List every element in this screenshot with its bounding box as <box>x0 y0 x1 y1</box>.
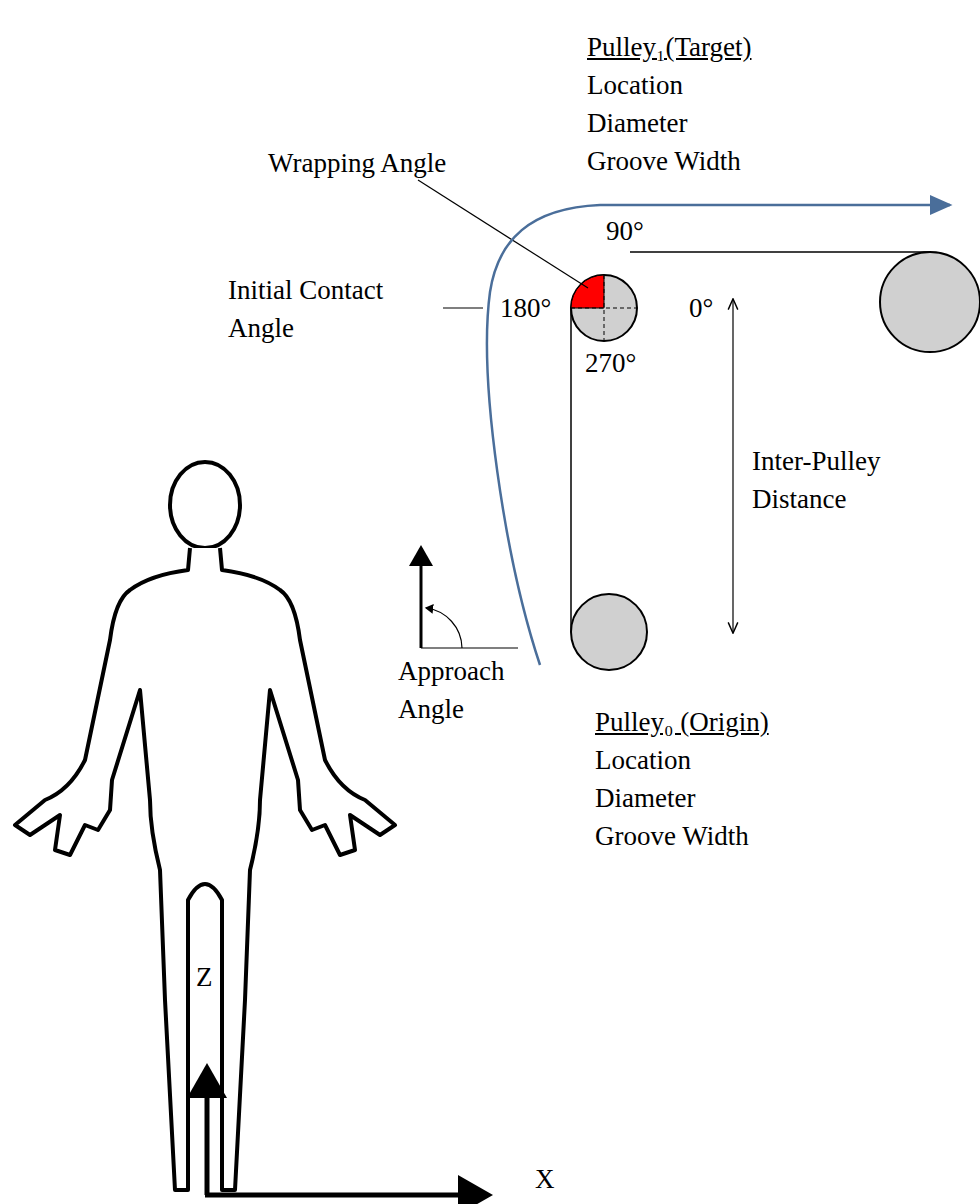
angle-arc <box>426 608 462 648</box>
x-axis <box>205 1193 488 1198</box>
callout-label: Initial Contact Angle <box>228 271 423 347</box>
axis-label: X <box>535 1160 555 1198</box>
leader-line <box>418 180 588 288</box>
dimension-label: Inter-Pulley Distance <box>752 442 927 518</box>
angle-label: 0° <box>689 289 713 327</box>
dimension-arrow <box>732 300 733 632</box>
pulley <box>880 252 980 352</box>
angle-label: 90° <box>606 212 644 250</box>
angle-name: Approach Angle <box>398 652 528 728</box>
angle-arrow <box>420 548 423 648</box>
human-head <box>170 462 240 548</box>
pulley-property: Diameter <box>595 779 695 817</box>
angle-baseline <box>421 647 518 648</box>
pulley-property: Location <box>595 741 691 779</box>
pulley-title: Pulley₁(Target) <box>587 28 751 66</box>
pulley-property: Location <box>587 66 683 104</box>
leader-line <box>443 307 483 308</box>
axis-label: Z <box>196 958 213 996</box>
belt-line <box>570 308 572 632</box>
axis-line <box>571 308 637 309</box>
angle-label: 180° <box>500 289 551 327</box>
axis-line <box>604 275 605 341</box>
angle-label: 270° <box>585 344 636 382</box>
origin-pulley <box>571 594 647 670</box>
z-axis <box>205 1068 210 1195</box>
cable-path <box>487 205 950 665</box>
pulley-property: Groove Width <box>595 817 749 855</box>
pulley-property: Diameter <box>587 104 687 142</box>
callout-label: Wrapping Angle <box>268 144 446 182</box>
belt-line <box>630 251 930 253</box>
target-pulley <box>571 275 637 341</box>
pulley-property: Groove Width <box>587 142 741 180</box>
pulley-title: Pulley₀ (Origin) <box>595 703 769 741</box>
